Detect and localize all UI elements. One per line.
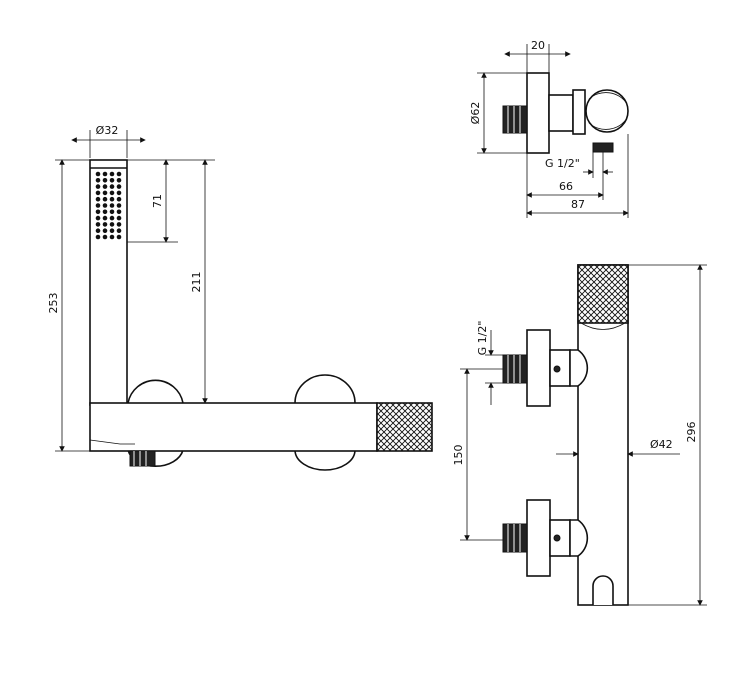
spray-nozzle-dot [116,184,122,189]
spray-nozzle-dot [109,190,115,196]
dim-label: 150 [452,445,465,466]
spray-nozzle-dot [109,203,115,208]
spray-nozzle-dot [116,209,122,215]
dim-label: 211 [190,272,203,293]
spray-nozzle-dot [102,190,108,196]
knurled-knob [376,402,433,452]
spray-nozzle-dot [102,203,108,208]
spray-nozzle-dot [116,234,122,240]
outlet-hose-connector [592,142,614,153]
dim-inlet-thread: G 1/2" [476,321,503,405]
spray-nozzle-dot [109,184,115,189]
spray-nozzle-dot [95,228,101,233]
spray-nozzle-dot [109,196,115,202]
spray-nozzle-dot [116,190,122,196]
dim-label: 66 [559,180,573,193]
lower-inlet-thread [502,523,528,553]
spray-nozzle-dot [95,203,101,208]
spray-nozzle-dot [109,234,115,240]
outlet-elbow [585,89,629,133]
dim-holder-height: 211 [178,159,215,404]
lower-inlet-flange [526,499,551,577]
spray-nozzle-dot [109,222,115,227]
outlet-thread [502,105,528,134]
dim-label: Ø42 [650,438,673,451]
spray-nozzle-dot [95,215,101,221]
spray-nozzles [95,171,122,240]
spray-nozzle-dot [95,184,101,189]
dim-label: 87 [571,198,585,211]
spray-nozzle-dot [95,222,101,227]
outlet-side-view [502,72,629,154]
spray-nozzle-dot [95,196,101,202]
upper-inlet-thread [502,354,528,384]
knurled-top [577,264,629,324]
spray-nozzle-dot [102,184,108,189]
spray-nozzle-dot [102,222,108,227]
dim-outlet-depth-total: 87 [526,134,629,218]
dim-outlet-thread: G 1/2" [545,152,613,178]
spray-nozzle-dot [102,215,108,221]
spray-nozzle-dot [109,228,115,233]
spray-nozzle-dot [109,209,115,215]
spray-nozzle-dot [95,209,101,215]
dim-label: 71 [151,194,164,208]
side-view-handshower [89,159,433,471]
dim-label: 296 [685,422,698,443]
dim-body-diameter: Ø42 [556,438,680,457]
handshower-body [89,159,128,406]
dim-label: Ø62 [469,102,482,125]
spray-nozzle-dot [109,178,115,183]
outlet-flange [526,72,550,154]
dim-outlet-width: 20 [504,39,571,73]
dim-handshower-diameter: Ø32 [71,124,146,158]
dim-label: G 1/2" [476,321,489,356]
spray-nozzle-dot [102,171,108,177]
dim-label: Ø32 [96,124,119,137]
handshower-hook [592,575,614,605]
dim-outlet-depth-inner: 66 [526,153,604,218]
spray-nozzle-dot [109,171,115,177]
spray-nozzle-dot [116,196,122,202]
dim-spray-length: 71 [127,159,178,243]
dim-inlet-spacing: 150 [452,368,503,541]
dim-label: G 1/2" [545,157,580,170]
spray-nozzle-dot [102,228,108,233]
dim-label: 20 [531,39,545,52]
dim-outlet-diameter: Ø62 [469,72,527,154]
spray-nozzle-dot [116,228,122,233]
spray-nozzle-dot [95,190,101,196]
spray-nozzle-dot [102,178,108,183]
spray-nozzle-dot [102,196,108,202]
wall-flange-right [294,374,356,404]
spray-nozzle-dot [116,178,122,183]
front-view-body [502,264,629,606]
spray-nozzle-dot [116,222,122,227]
spray-nozzle-dot [95,171,101,177]
dim-handshower-total: 253 [47,159,90,452]
spray-nozzle-dot [116,171,122,177]
dim-body-height: 296 [628,264,707,606]
outlet-nozzle [129,450,156,467]
wall-flange-left [127,379,184,404]
upper-inlet-flange [526,329,551,407]
spray-nozzle-dot [116,215,122,221]
dim-label: 253 [47,293,60,314]
spray-nozzle-dot [109,215,115,221]
spray-nozzle-dot [102,234,108,240]
spray-nozzle-dot [95,234,101,240]
spray-nozzle-dot [95,178,101,183]
spray-nozzle-dot [116,203,122,208]
spray-nozzle-dot [102,209,108,215]
